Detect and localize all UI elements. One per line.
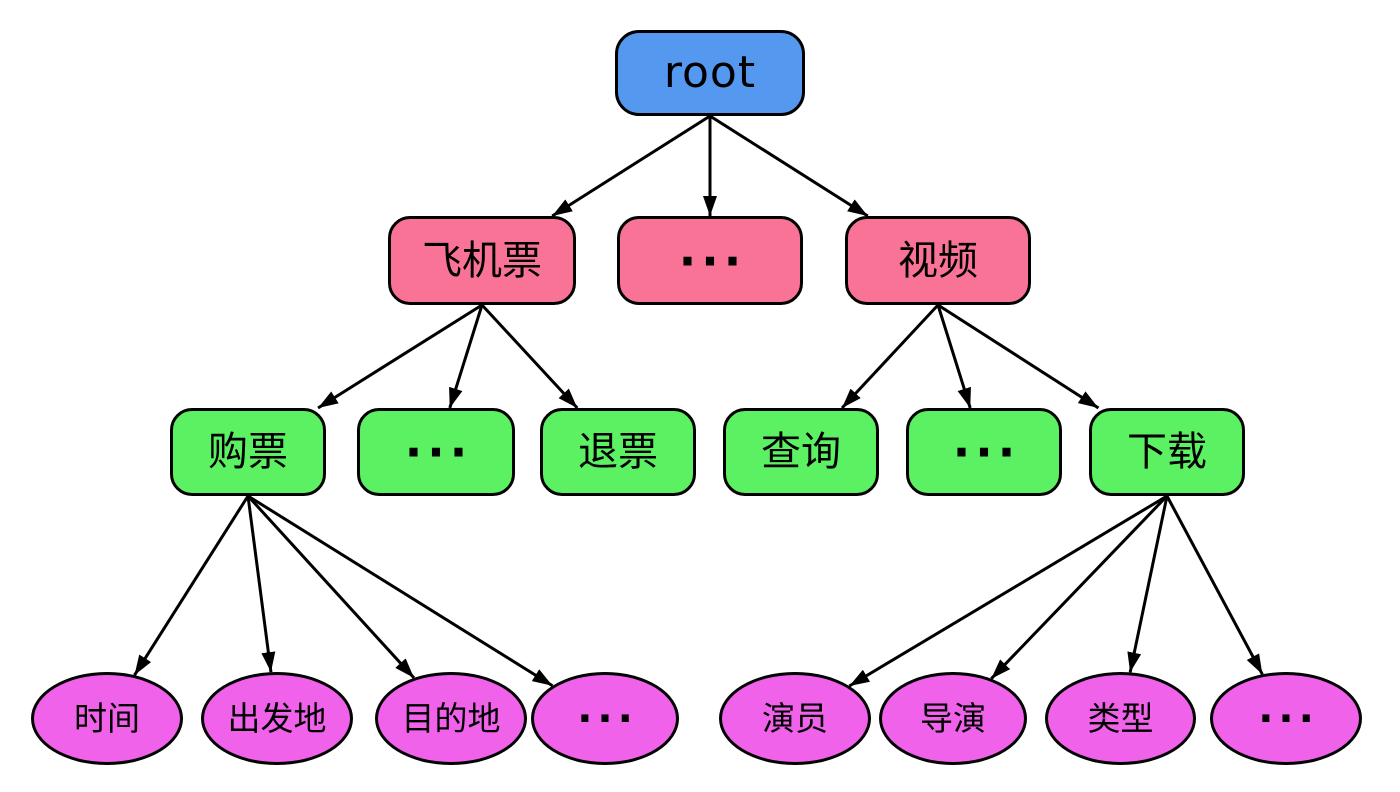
node-buy-ticket: 购票 [170, 408, 326, 496]
node-director: 导演 [879, 672, 1027, 765]
node-download: 下载 [1089, 408, 1245, 496]
node-flight-ticket: 飞机票 [388, 216, 576, 305]
node-level2-ellipsis: ··· [617, 216, 803, 305]
node-level3-ellipsis-right: ··· [906, 408, 1062, 496]
node-level4-ellipsis-right: ··· [1210, 672, 1362, 765]
node-query: 查询 [723, 408, 879, 496]
node-time: 时间 [31, 672, 183, 765]
node-root: root [615, 30, 805, 116]
node-departure: 出发地 [201, 672, 353, 765]
node-genre: 类型 [1045, 672, 1196, 765]
node-level4-ellipsis-left: ··· [531, 672, 679, 765]
node-refund-ticket: 退票 [540, 408, 696, 496]
node-actor: 演员 [719, 672, 871, 765]
node-level3-ellipsis-left: ··· [357, 408, 515, 496]
node-destination: 目的地 [375, 672, 527, 765]
node-video: 视频 [845, 216, 1031, 305]
